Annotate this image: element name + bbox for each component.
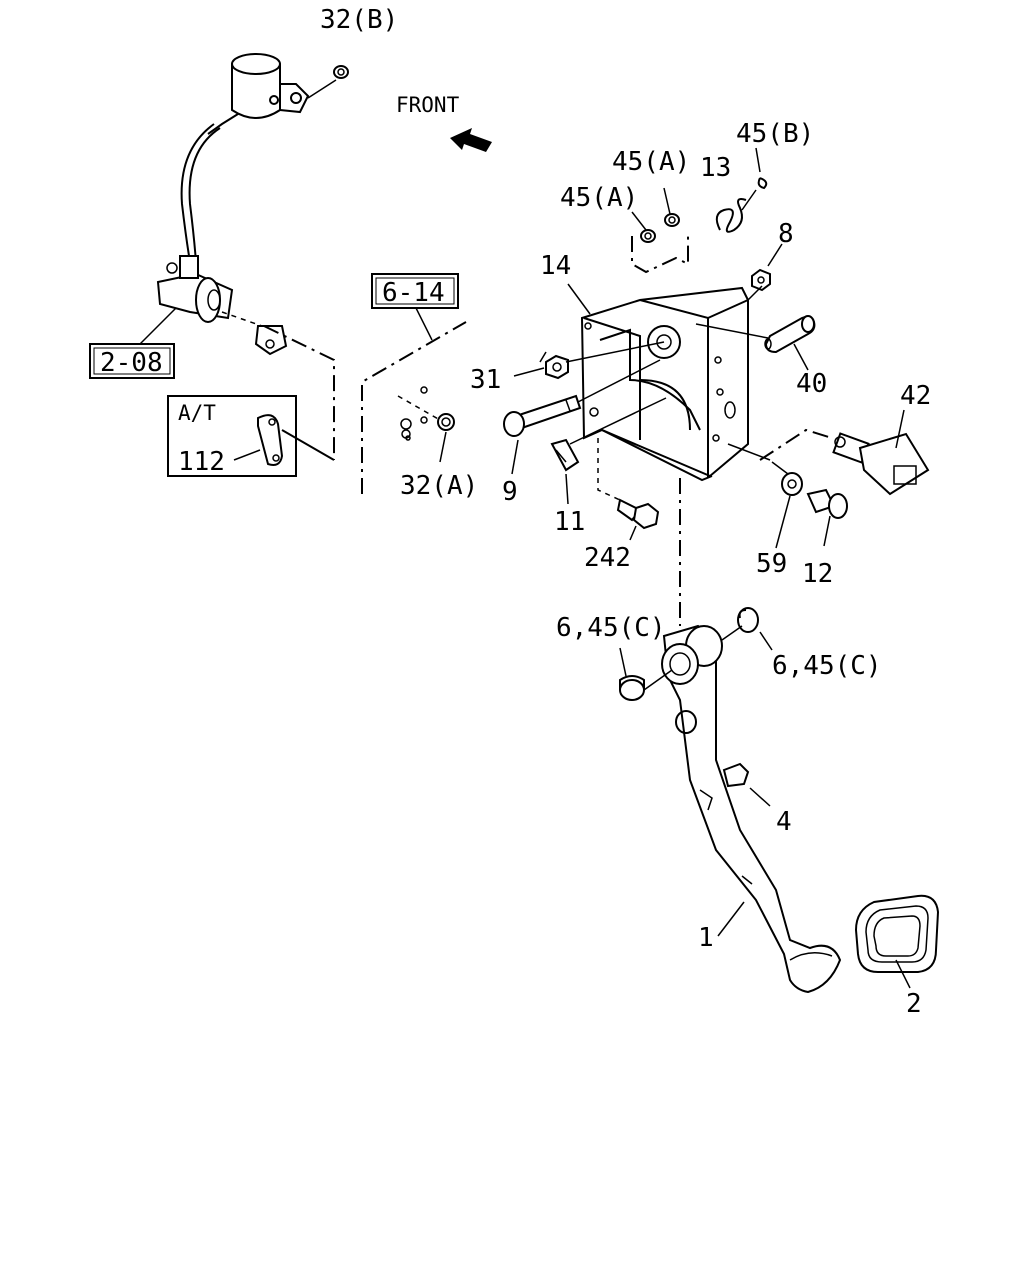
at-variant-box: A/T <box>167 395 297 477</box>
callout-45a-inner: 45(A) <box>560 183 638 213</box>
callout-6-45c-left: 6,45(C) <box>556 613 666 643</box>
pedal-bracket <box>580 286 749 482</box>
callout-112: 112 <box>178 447 225 477</box>
nut-45a-outer <box>664 213 680 227</box>
nut-59 <box>781 472 803 496</box>
callout-59: 59 <box>756 549 787 579</box>
bolt-242 <box>616 498 660 530</box>
clip-11 <box>550 438 580 472</box>
switch-42 <box>832 432 930 496</box>
callout-2: 2 <box>906 989 922 1019</box>
nut-45a-inner <box>640 229 656 243</box>
reference-box-2-08-label: 2-08 <box>100 348 163 378</box>
reservoir-fitting <box>207 113 239 135</box>
callout-31: 31 <box>470 365 501 395</box>
callout-8: 8 <box>778 219 794 249</box>
nut-32b <box>333 65 349 79</box>
reservoir-hose <box>180 123 215 263</box>
reference-box-2-08[interactable]: 2-08 <box>89 343 175 379</box>
callout-6-45c-right: 6,45(C) <box>772 651 882 681</box>
clutch-reservoir <box>231 53 337 119</box>
front-label: FRONT <box>396 93 460 117</box>
callout-4: 4 <box>776 807 792 837</box>
reference-box-6-14-label: 6-14 <box>382 278 445 308</box>
callout-32b: 32(B) <box>320 5 398 35</box>
callout-9: 9 <box>502 477 518 507</box>
nut-31 <box>539 351 569 380</box>
callout-45a-outer: 45(A) <box>612 147 690 177</box>
front-arrow-icon <box>450 128 492 152</box>
callout-1: 1 <box>698 923 714 953</box>
callout-242: 242 <box>584 543 631 573</box>
stopper-4 <box>722 762 750 788</box>
callout-40: 40 <box>796 369 827 399</box>
clip-45b <box>757 177 768 190</box>
callout-14: 14 <box>540 251 571 281</box>
nut-32a <box>437 413 455 431</box>
callout-13: 13 <box>700 153 731 183</box>
pedal-pad-2 <box>854 894 940 973</box>
nut-8 <box>751 268 771 292</box>
reference-box-6-14[interactable]: 6-14 <box>371 273 459 309</box>
callout-11: 11 <box>554 507 585 537</box>
callout-45b: 45(B) <box>736 119 814 149</box>
pedal-arm-1 <box>661 624 842 994</box>
firewall-outline <box>361 321 467 494</box>
bushing-6-45c-left <box>619 675 645 701</box>
pivot-shaft-40 <box>764 315 816 354</box>
spring-13 <box>715 189 757 233</box>
bolt-9 <box>503 394 582 437</box>
firewall-holes <box>400 386 428 441</box>
at-label: A/T <box>178 401 216 425</box>
bracket-112 <box>257 414 284 466</box>
bushing-6-45c-right <box>737 607 759 633</box>
bolt-12 <box>806 488 848 519</box>
callout-12: 12 <box>802 559 833 589</box>
master-cylinder <box>156 255 288 356</box>
callout-42: 42 <box>900 381 931 411</box>
callout-32a: 32(A) <box>400 471 478 501</box>
